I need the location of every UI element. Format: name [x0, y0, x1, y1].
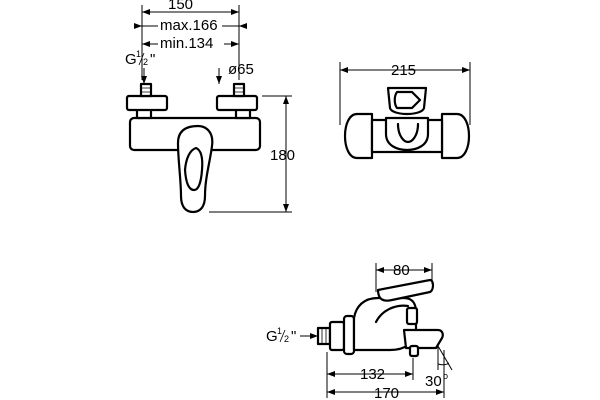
top-right-cylinder: [440, 112, 470, 160]
side-inlet-pipe: [316, 326, 332, 346]
top-lever-base: [384, 116, 430, 152]
front-thread-num: 1: [136, 49, 141, 59]
front-left-inlet: [139, 82, 153, 98]
front-left-nut: [125, 94, 169, 112]
angle-arc: [437, 362, 450, 366]
front-lever-inner: [183, 146, 204, 192]
front-thread-den: 2: [143, 57, 148, 67]
front-left-thread: [141, 87, 151, 93]
side-view: G 1 2 " 80 132 170 30 o: [266, 262, 453, 400]
dim-80-arrow-left: [376, 267, 384, 273]
front-diameter-label: ø65: [228, 61, 254, 78]
front-thread-slash: [138, 52, 145, 66]
side-diverter-cap: [408, 344, 420, 358]
side-lever-detail: [374, 304, 410, 324]
top-view: 215: [339, 62, 471, 160]
dim-max-arrow-left: [134, 23, 142, 29]
dim-170-label: 170: [374, 385, 399, 400]
side-thread-prefix: G: [266, 328, 278, 345]
dim-170-arrow-left: [327, 389, 335, 395]
dim-215-arrow-left: [340, 67, 348, 73]
side-thread-slash: [279, 329, 286, 343]
dim-180-arrow-top: [283, 96, 289, 104]
angle-unit: o: [443, 371, 448, 381]
side-lever: [376, 278, 435, 302]
side-thread-num: 1: [277, 326, 282, 336]
side-thread-den: 2: [284, 334, 289, 344]
front-lever: [176, 124, 214, 214]
dim-132-label: 132: [360, 366, 385, 383]
side-nut: [328, 320, 346, 352]
front-right-thread: [234, 87, 244, 93]
front-right-nut: [215, 94, 259, 112]
dim-150-arrow-left: [142, 9, 150, 15]
side-thread-arrow: [310, 333, 318, 339]
side-diverter-knob: [405, 306, 419, 326]
dim-215-arrow-right: [462, 67, 470, 73]
dim-132-arrow-left: [327, 371, 335, 377]
side-spout: [402, 328, 444, 350]
dim-min-arrow-left: [142, 41, 150, 47]
front-thread-prefix: G: [125, 51, 137, 68]
dim-max-arrow-right: [239, 23, 247, 29]
top-lever-core: [396, 122, 420, 144]
dim-min-arrow-right: [231, 41, 239, 47]
dim-80-label: 80: [393, 262, 410, 279]
front-diameter-arrow: [216, 76, 222, 84]
dim-180-arrow-bottom: [283, 204, 289, 212]
dim-170-arrow-right: [436, 389, 444, 395]
dim-132-arrow-right: [405, 371, 413, 377]
dim-min-label: min.134: [160, 35, 213, 52]
angle-label: 30: [425, 373, 442, 390]
dim-80-arrow-right: [424, 267, 432, 273]
dim-150-arrow-right: [231, 9, 239, 15]
side-body: [352, 296, 418, 352]
angle-ref-slant: [437, 345, 453, 371]
front-thread-mark: ": [150, 51, 155, 68]
side-thread-mark: ": [291, 328, 296, 345]
top-lever-cutout: [393, 90, 422, 110]
dim-max-label: max.166: [160, 17, 218, 34]
front-view: 150 max.166 min.134 G 1 2 " ø65 180: [125, 0, 295, 214]
dim-215-label: 215: [391, 62, 416, 79]
front-right-inlet: [232, 82, 246, 98]
dim-150-label: 150: [168, 0, 193, 13]
top-left-cylinder: [344, 112, 374, 160]
side-inlet-thread: [321, 328, 327, 344]
front-thread-arrow: [141, 76, 147, 84]
side-eccentric: [342, 314, 356, 356]
dim-180-label: 180: [270, 147, 295, 164]
